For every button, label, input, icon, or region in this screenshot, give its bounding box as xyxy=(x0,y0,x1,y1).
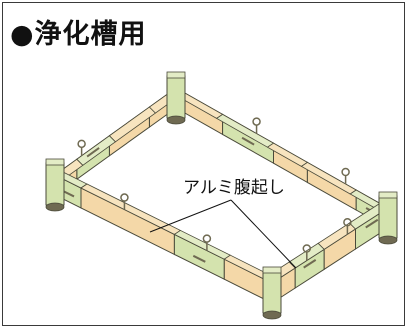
corner-left-cap xyxy=(45,158,65,166)
beam-back-left-bolt-2 xyxy=(86,147,100,158)
callout-label: アルミ腹起し xyxy=(183,178,285,198)
corner-bottom-cap xyxy=(262,266,282,274)
corner-bottom-post xyxy=(262,270,282,314)
corner-top-cap xyxy=(166,71,186,79)
eye-bolt-1-ring xyxy=(252,117,261,126)
corner-right-base xyxy=(378,235,398,245)
callout-leader-right xyxy=(230,199,297,269)
eye-bolt-4-ring xyxy=(202,234,212,243)
corner-right-cap xyxy=(378,191,398,199)
corner-left-base xyxy=(45,202,65,212)
figure-frame xyxy=(2,2,405,326)
corner-bottom-base xyxy=(262,310,282,320)
beam-back-right-bolt-1 xyxy=(241,136,255,146)
corner-top-base xyxy=(166,115,186,125)
eye-bolt-6-ring xyxy=(343,218,352,227)
eye-bolt-3-ring xyxy=(120,193,129,202)
corner-left-post xyxy=(45,162,65,206)
eye-bolt-5-ring xyxy=(302,244,312,253)
beam-front-right-bolt-3 xyxy=(365,218,379,229)
corner-top-post xyxy=(166,75,186,119)
page-title: ●浄化槽用 xyxy=(10,19,147,50)
beam-front-left-bolt-2 xyxy=(192,254,206,263)
callout-leader-left xyxy=(149,199,232,233)
eye-bolt-0-ring xyxy=(77,139,86,149)
beam-front-right-bolt-1 xyxy=(303,259,317,269)
eye-bolt-2-ring xyxy=(341,167,350,177)
corner-right-post xyxy=(378,195,398,239)
